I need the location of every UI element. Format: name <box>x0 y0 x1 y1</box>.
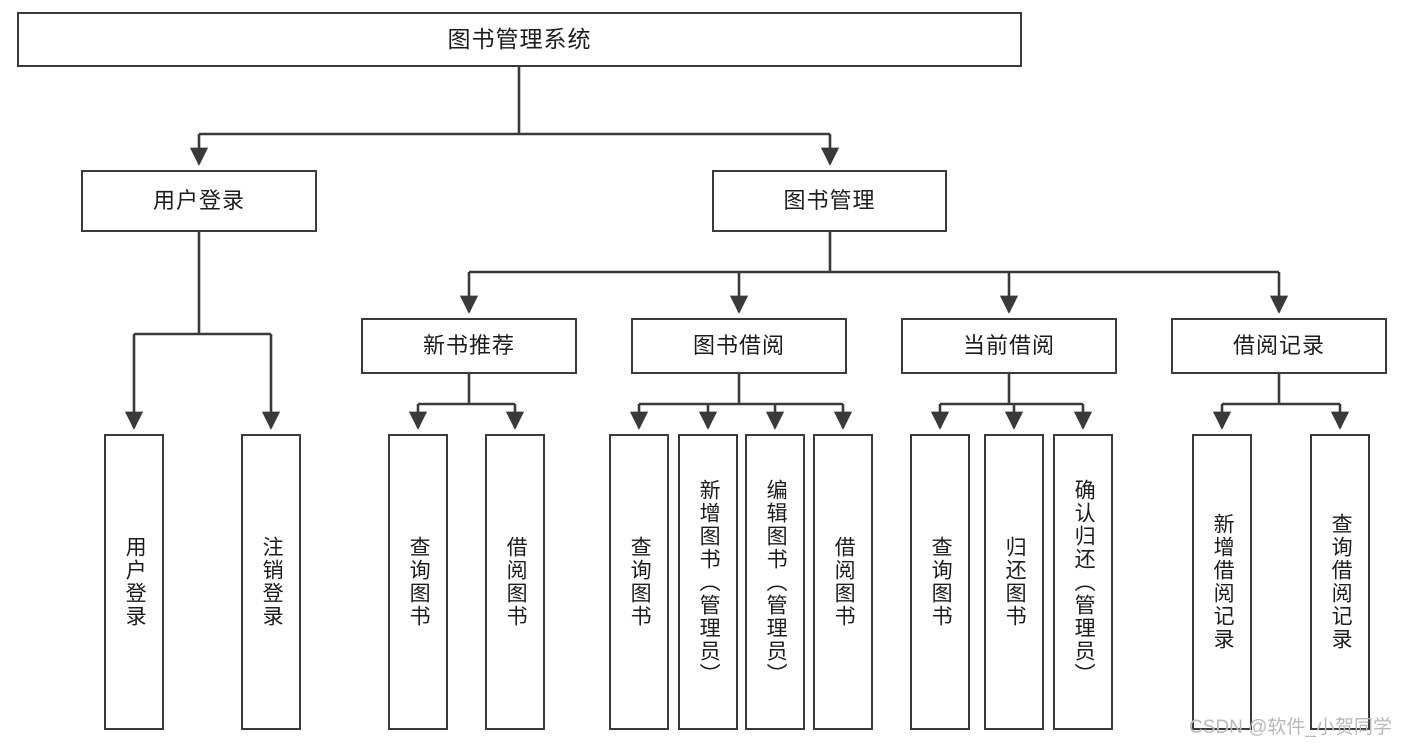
leaf-logout[interactable]: 注销登录 <box>241 434 301 730</box>
leaf-confirm-return-admin[interactable]: 确认归还（管理员） <box>1053 434 1113 730</box>
node-book-management[interactable]: 图书管理 <box>712 170 947 232</box>
csdn-watermark: CSDN @软件_小贺同学 <box>1189 717 1392 738</box>
node-borrow-record[interactable]: 借阅记录 <box>1171 318 1387 374</box>
leaf-return-book[interactable]: 归还图书 <box>984 434 1044 730</box>
leaf-query-book-recommend[interactable]: 查询图书 <box>388 434 448 730</box>
leaf-query-book-current[interactable]: 查询图书 <box>910 434 970 730</box>
leaf-borrow-book[interactable]: 借阅图书 <box>813 434 873 730</box>
node-root-system[interactable]: 图书管理系统 <box>17 12 1022 67</box>
node-new-book-recommend[interactable]: 新书推荐 <box>361 318 577 374</box>
node-current-borrow[interactable]: 当前借阅 <box>901 318 1117 374</box>
node-book-borrow[interactable]: 图书借阅 <box>631 318 847 374</box>
leaf-add-borrow-record[interactable]: 新增借阅记录 <box>1192 434 1252 730</box>
leaf-borrow-book-recommend[interactable]: 借阅图书 <box>485 434 545 730</box>
leaf-query-book-borrow[interactable]: 查询图书 <box>609 434 669 730</box>
leaf-add-book-admin[interactable]: 新增图书（管理员） <box>678 434 738 730</box>
leaf-query-borrow-record[interactable]: 查询借阅记录 <box>1310 434 1370 730</box>
leaf-user-login[interactable]: 用户登录 <box>104 434 164 730</box>
node-user-login[interactable]: 用户登录 <box>81 170 317 232</box>
leaf-edit-book-admin[interactable]: 编辑图书（管理员） <box>745 434 805 730</box>
